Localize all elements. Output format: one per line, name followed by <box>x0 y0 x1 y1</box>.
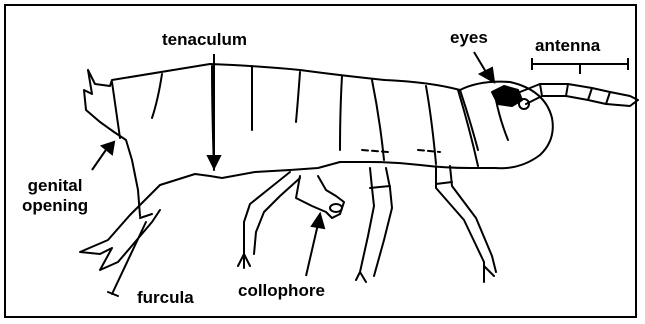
leg-joint <box>436 182 452 184</box>
segment-line <box>152 74 162 118</box>
collophore-tip <box>330 204 342 212</box>
label-tenaculum: tenaculum <box>162 30 247 50</box>
leg <box>356 168 374 282</box>
segment-line <box>340 76 342 150</box>
genital-region <box>114 132 140 216</box>
label-furcula: furcula <box>137 288 194 308</box>
segment-line <box>372 80 384 160</box>
antenna-joints <box>540 84 610 104</box>
label-eyes: eyes <box>450 28 488 48</box>
label-antenna: antenna <box>535 36 600 56</box>
label-genital-opening: genital opening <box>22 176 88 216</box>
segment-dash <box>362 150 440 152</box>
leg <box>450 166 496 272</box>
segment-line <box>296 72 300 122</box>
antenna-bracket <box>532 58 628 74</box>
furcula-shape <box>80 185 160 270</box>
label-genital-line2: opening <box>22 196 88 216</box>
leg-joint <box>370 186 390 188</box>
leg <box>374 168 392 276</box>
segment-line <box>112 82 120 138</box>
eyes-arrow <box>474 52 486 72</box>
label-collophore: collophore <box>238 281 325 301</box>
leg <box>238 172 290 268</box>
label-genital-line1: genital <box>22 176 88 196</box>
segment-line <box>458 90 478 166</box>
furcula-bracket <box>108 214 152 296</box>
leg <box>254 178 300 254</box>
collophore-arrow <box>306 224 318 276</box>
head-outline <box>460 90 478 150</box>
posterior-end <box>84 70 114 132</box>
segment-line <box>426 86 436 164</box>
body-outline <box>88 64 553 185</box>
